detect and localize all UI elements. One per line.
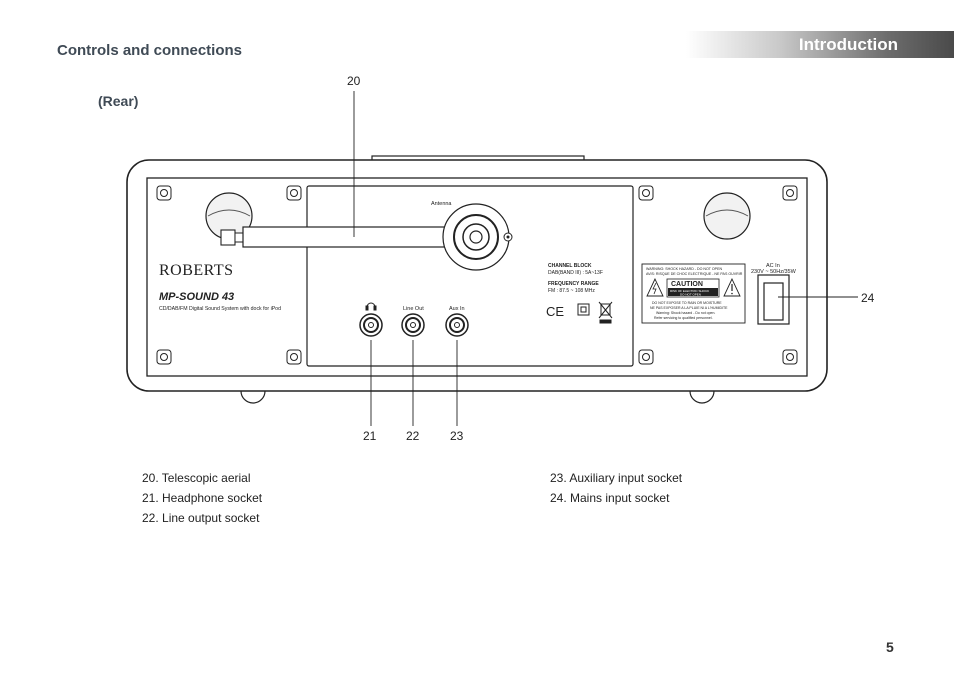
warning-label: WARNING: SHOCK HAZARD - DO NOT OPEN AVIS… <box>641 263 746 324</box>
aux-in-socket <box>445 313 469 337</box>
bass-port-left <box>205 192 253 240</box>
svg-text:NE PAS EXPOSER A LA PLUIE NI A: NE PAS EXPOSER A LA PLUIE NI A L'HUMIDIT… <box>650 306 728 310</box>
brand-logo: ROBERTS <box>159 262 234 279</box>
ac-rating: 230V ~ 50Hz/35W <box>751 269 797 275</box>
antenna-connector <box>442 203 513 271</box>
view-subtitle: (Rear) <box>98 93 139 109</box>
double-insulation-icon <box>577 303 590 316</box>
headphone-socket <box>359 313 383 337</box>
legend-item: 24. Mains input socket <box>550 491 670 505</box>
legend-item: 20. Telescopic aerial <box>142 471 251 485</box>
legend-item: 23. Auxiliary input socket <box>550 471 683 485</box>
chapter-title: Introduction <box>798 35 898 54</box>
telescopic-aerial <box>220 226 466 248</box>
freq-range-title: FREQUENCY RANGE <box>548 281 599 287</box>
headphone-icon <box>365 302 377 311</box>
callout-22: 22 <box>406 429 420 443</box>
callout-lines <box>353 91 858 426</box>
ac-in-label: AC In <box>766 263 780 269</box>
screw-icons <box>156 185 798 365</box>
legend-left: 20. Telescopic aerial 21. Headphone sock… <box>142 468 262 528</box>
svg-text:DO NOT EXPOSE TO RAIN OR MOIST: DO NOT EXPOSE TO RAIN OR MOISTURE <box>652 301 722 305</box>
chapter-header-band: Introduction <box>686 31 954 58</box>
callout-21: 21 <box>363 429 377 443</box>
bass-port-right <box>703 192 751 240</box>
left-foot <box>240 390 266 404</box>
weee-bin-icon <box>598 301 613 324</box>
legend-right: 23. Auxiliary input socket 24. Mains inp… <box>550 468 682 508</box>
svg-text:Refer servicing to qualified p: Refer servicing to qualified personnel. <box>654 316 713 320</box>
shock-warning-icon <box>646 277 664 297</box>
svg-text:DO NOT OPEN: DO NOT OPEN <box>680 293 701 297</box>
line-out-label: Line Out <box>403 306 424 312</box>
legend-item: 21. Headphone socket <box>142 491 263 505</box>
channel-block-value: DAB(BAND III) : 5A~13F <box>548 270 603 276</box>
svg-text:RISK OF ELECTRIC SHOCK: RISK OF ELECTRIC SHOCK <box>670 289 709 293</box>
svg-text:AVIS: RISQUE DE CHOC ELECTRIQU: AVIS: RISQUE DE CHOC ELECTRIQUE - NE PAS… <box>646 272 743 276</box>
model-logo: MP-SOUND 43 <box>159 291 234 303</box>
freq-range-value: FM : 87.5 ~ 108 MHz <box>548 288 595 294</box>
section-title: Controls and connections <box>57 42 243 59</box>
right-foot <box>689 390 715 404</box>
line-out-socket <box>401 313 425 337</box>
legend-item: 22. Line output socket <box>142 511 260 525</box>
mains-input-socket <box>757 274 790 325</box>
channel-block-title: CHANNEL BLOCK <box>548 263 592 269</box>
page-number: 5 <box>886 639 894 655</box>
caution-label: CAUTION <box>671 281 703 288</box>
svg-text:Warning: Shock hazard - Do not: Warning: Shock hazard - Do not open. <box>656 311 715 315</box>
aux-in-label: Aux In <box>449 306 465 312</box>
svg-text:WARNING: SHOCK HAZARD - DO NOT: WARNING: SHOCK HAZARD - DO NOT OPEN <box>646 267 722 271</box>
antenna-label: Antenna <box>431 201 452 207</box>
ce-mark: CE <box>546 304 564 319</box>
device-description: CD/DAB/FM Digital Sound System with dock… <box>159 306 281 312</box>
callout-23: 23 <box>450 429 464 443</box>
callout-24: 24 <box>861 291 875 305</box>
callout-20: 20 <box>347 74 361 88</box>
